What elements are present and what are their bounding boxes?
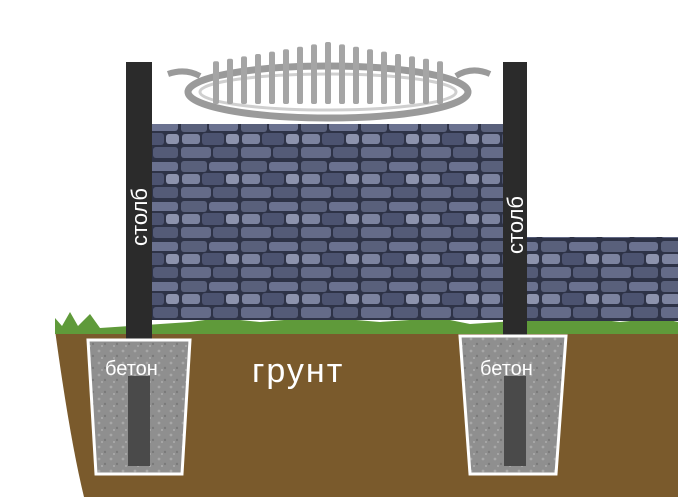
ornament-baluster xyxy=(381,51,387,104)
ornament-baluster xyxy=(269,51,275,104)
ornament-baluster xyxy=(367,49,373,104)
ornament-baluster xyxy=(297,46,303,104)
ornament-baluster xyxy=(241,56,247,104)
ornament-baluster xyxy=(409,56,415,104)
ornament-baluster xyxy=(423,58,429,104)
ornament-baluster xyxy=(339,44,345,104)
post-right-embedded xyxy=(504,376,526,466)
concrete-left-label: бетон xyxy=(105,358,158,380)
decorative-top-ornament xyxy=(152,42,503,124)
ornament-baluster xyxy=(311,44,317,104)
ornament-balusters xyxy=(213,42,443,104)
ground-label: грунт xyxy=(252,352,344,390)
post-right-label: столб xyxy=(503,196,528,254)
ornament-baluster xyxy=(395,54,401,104)
post-left-embedded xyxy=(128,376,150,466)
ornament-baluster xyxy=(255,54,261,104)
ornament-baluster xyxy=(283,49,289,104)
ornament-baluster xyxy=(325,42,331,104)
ornament-baluster xyxy=(213,61,219,104)
ornament-baluster xyxy=(437,61,443,104)
ornament-baluster xyxy=(227,58,233,104)
concrete-right-label: бетон xyxy=(480,358,533,380)
post-left-label: столб xyxy=(127,188,152,246)
ornament-baluster xyxy=(353,46,359,104)
fence-panel-side xyxy=(527,237,678,321)
